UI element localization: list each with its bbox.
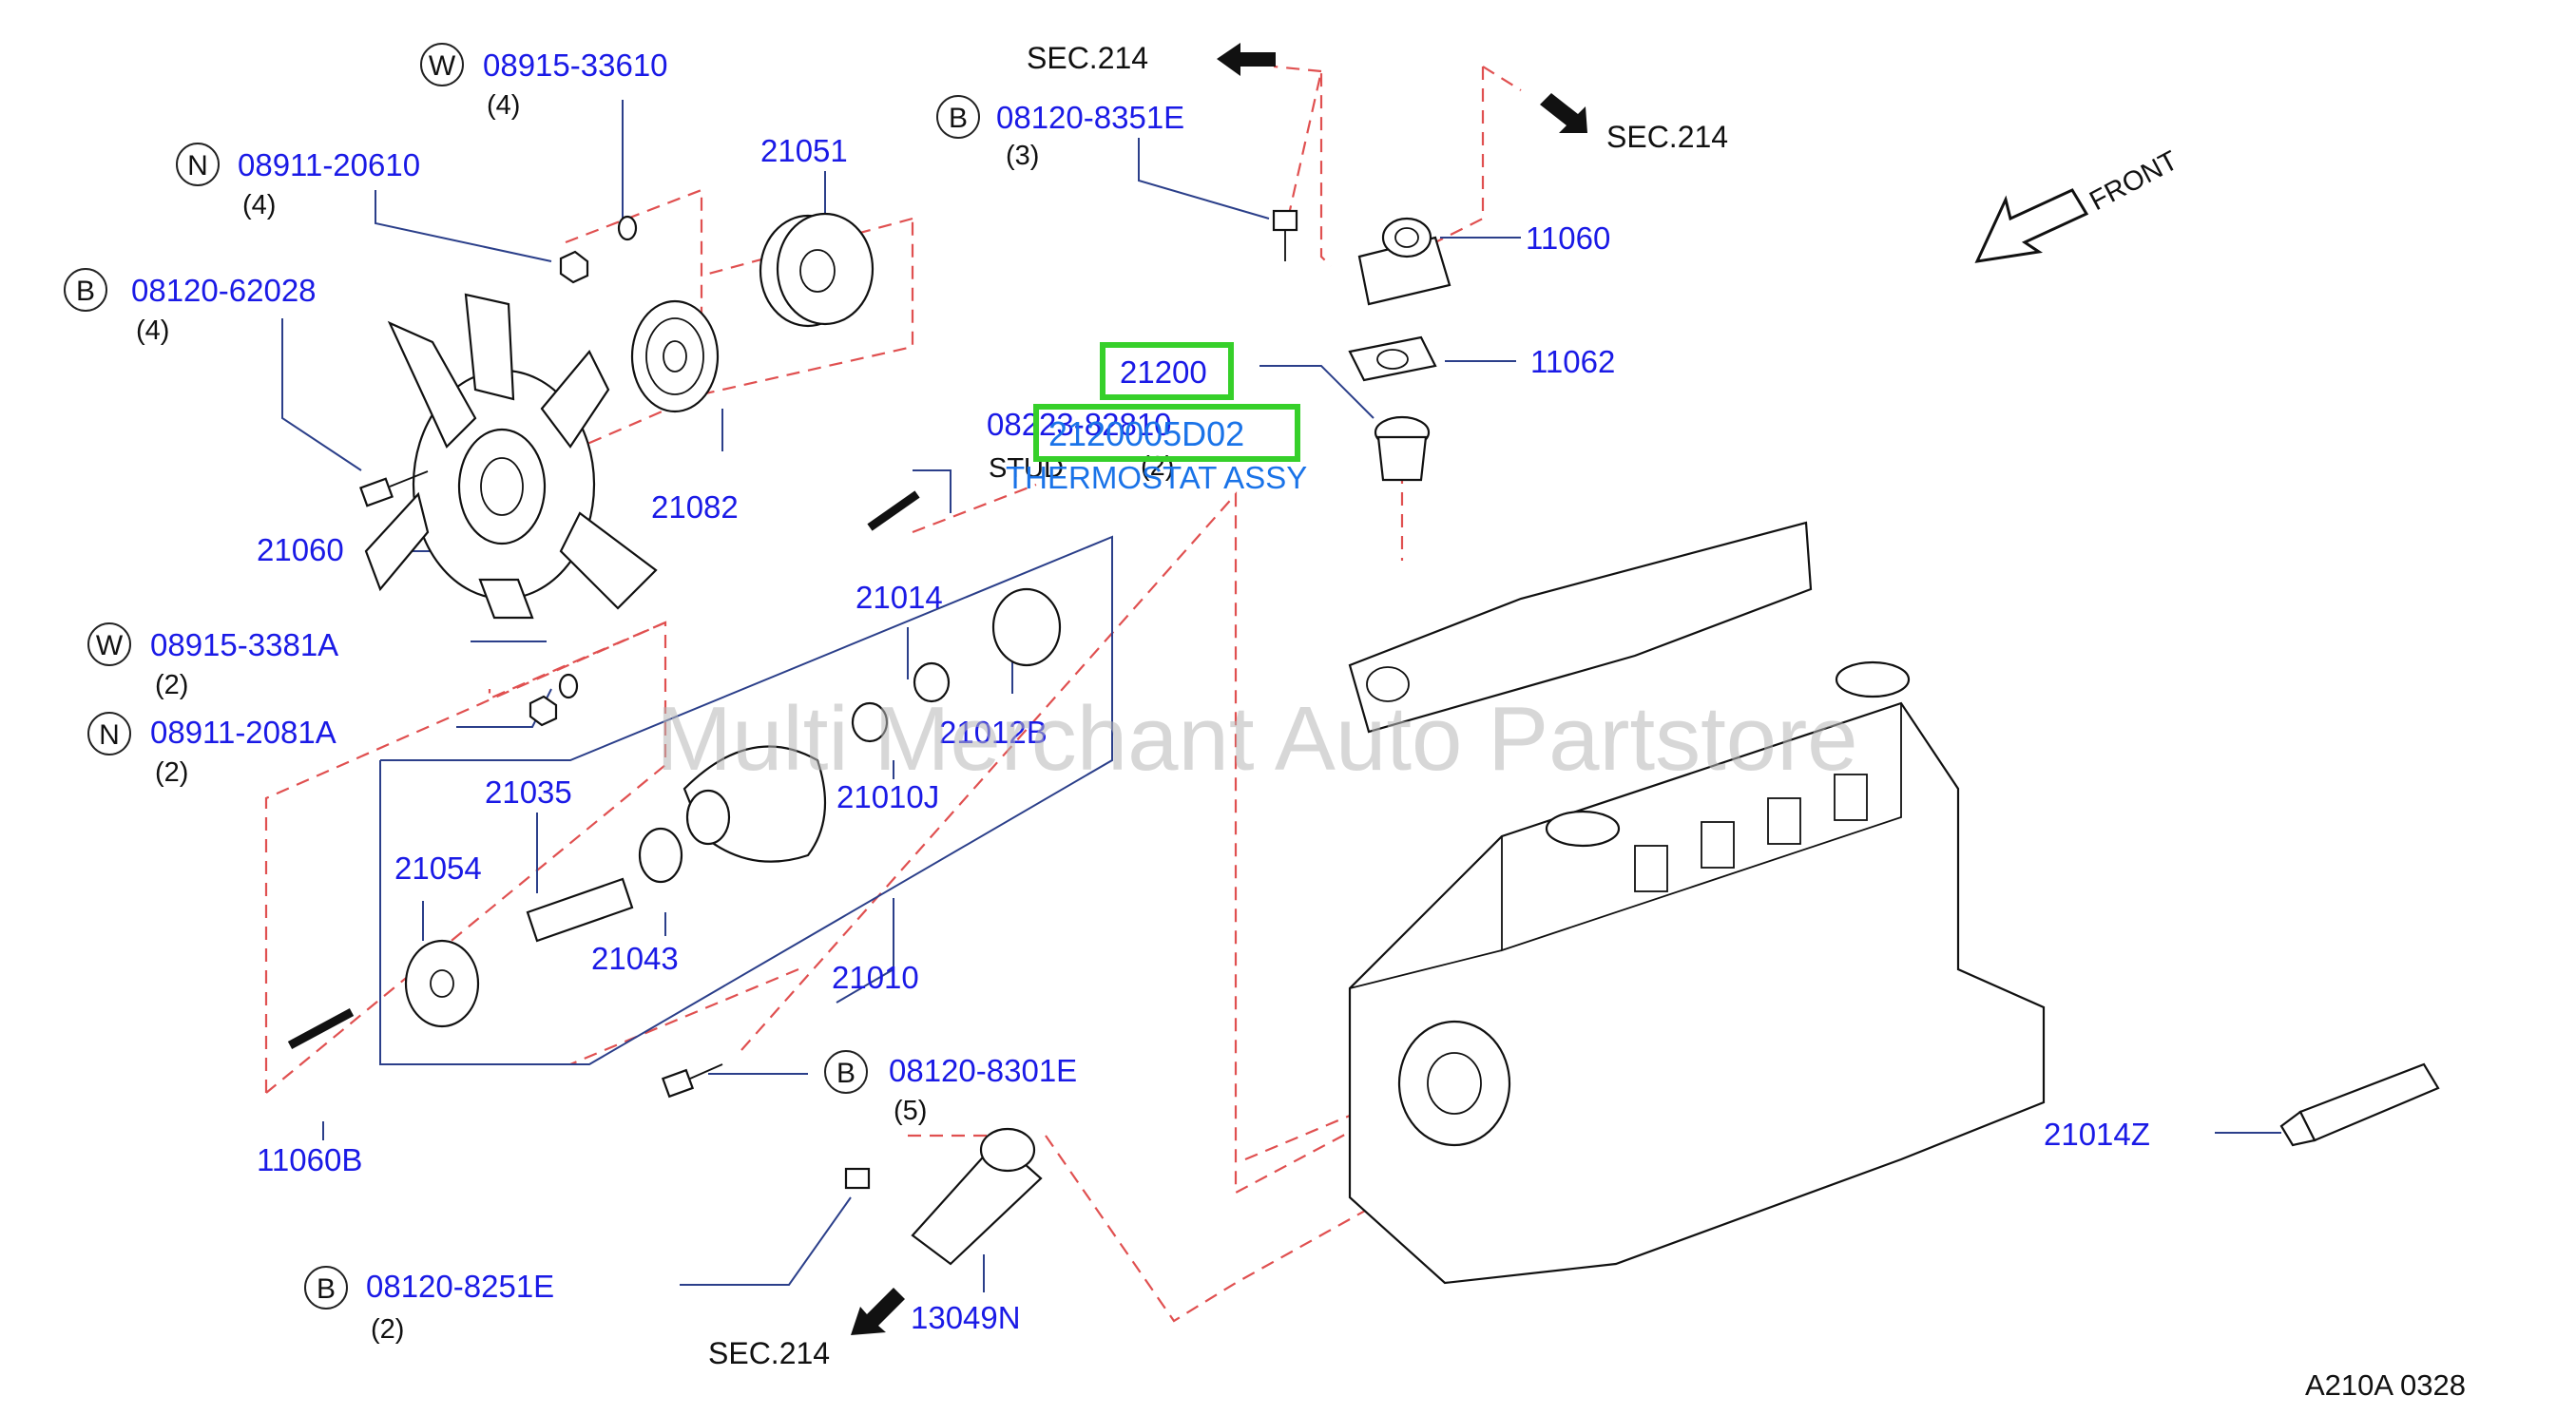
callout-badge-letter: B xyxy=(836,1058,855,1089)
fan-coupling-drawing xyxy=(630,299,720,413)
callout-badge-w-1: W xyxy=(420,43,464,86)
part-qty: (5) xyxy=(894,1096,927,1126)
part-21060-link[interactable]: 21060 xyxy=(257,532,344,567)
watermark: Multi Merchant Auto Partstore xyxy=(656,688,1858,790)
callout-badge-n-1: N xyxy=(176,143,220,186)
highlight-box-21200 xyxy=(1100,342,1234,400)
part-21051-link[interactable]: 21051 xyxy=(760,133,848,168)
part-qty: (2) xyxy=(155,757,188,788)
part-08120-8251e-link[interactable]: 08120-8251E xyxy=(366,1269,554,1304)
section-ref-bottom[interactable]: SEC.214 xyxy=(708,1336,830,1370)
callout-badge-b-1: B xyxy=(64,268,107,312)
part-08120-62028-link[interactable]: 08120-62028 xyxy=(131,273,317,308)
callout-badge-letter: W xyxy=(429,50,456,82)
part-08915-33610-link[interactable]: 08915-33610 xyxy=(483,48,668,83)
part-21014z-link[interactable]: 21014Z xyxy=(2044,1117,2150,1152)
part-qty: (4) xyxy=(242,190,276,220)
callout-badge-n-2: N xyxy=(87,712,131,755)
sealant-tube-drawing xyxy=(2279,1062,2440,1147)
part-08911-2081a-link[interactable]: 08911-2081A xyxy=(150,715,336,750)
part-08915-3381a-link[interactable]: 08915-3381A xyxy=(150,627,338,662)
part-21043-link[interactable]: 21043 xyxy=(591,941,679,976)
callout-badge-letter: B xyxy=(317,1273,336,1305)
part-21035-link[interactable]: 21035 xyxy=(485,774,572,810)
fan-blade-drawing xyxy=(364,293,658,620)
part-qty: (2) xyxy=(371,1314,404,1345)
part-21014-link[interactable]: 21014 xyxy=(855,580,943,615)
callout-badge-w-2: W xyxy=(87,622,131,666)
part-21054-link[interactable]: 21054 xyxy=(394,851,482,886)
part-08911-20610-link[interactable]: 08911-20610 xyxy=(238,147,420,182)
part-13049n-link[interactable]: 13049N xyxy=(911,1300,1021,1335)
part-qty: (3) xyxy=(1006,141,1039,171)
part-qty: (4) xyxy=(487,90,520,121)
water-outlet-drawing xyxy=(911,1127,1043,1266)
nut-washer-drawing xyxy=(529,215,638,727)
callout-badge-letter: B xyxy=(949,103,968,134)
pump-shaft-drawing xyxy=(404,877,634,1028)
front-arrow-icon xyxy=(1974,188,2089,263)
front-label: FRONT xyxy=(2085,145,2182,217)
part-11060-link[interactable]: 11060 xyxy=(1526,220,1610,256)
sec-arrow-bottom-icon xyxy=(851,1288,905,1335)
part-21010-link[interactable]: 21010 xyxy=(832,960,919,995)
part-08120-8351e-link[interactable]: 08120-8351E xyxy=(996,100,1184,135)
callout-badge-letter: N xyxy=(187,150,208,182)
part-qty: (4) xyxy=(136,316,169,346)
water-pump-drawing xyxy=(638,587,1062,884)
thermostat-drawing xyxy=(1374,415,1431,482)
callout-badge-letter: W xyxy=(96,630,124,661)
sec-arrow-top-left-icon xyxy=(1217,43,1276,76)
part-21082-link[interactable]: 21082 xyxy=(651,489,739,525)
diagram-code: A210A 0328 xyxy=(2305,1368,2466,1402)
callout-badge-letter: N xyxy=(99,719,120,751)
bolt-drawing xyxy=(359,209,1298,1190)
part-qty: (2) xyxy=(155,670,188,700)
section-ref-top-right[interactable]: SEC.214 xyxy=(1606,120,1728,154)
engine-block-drawing xyxy=(1348,660,2046,1285)
part-21012b-link[interactable]: 21012B xyxy=(939,715,1048,750)
part-21010j-link[interactable]: 21010J xyxy=(836,779,939,814)
part-08223-82810-link[interactable]: 08223-82810 xyxy=(987,407,1172,442)
water-inlet-drawing xyxy=(1357,217,1451,306)
part-11060b-link[interactable]: 11060B xyxy=(257,1142,362,1177)
part-21200-link[interactable]: 21200 xyxy=(1120,354,1207,390)
callout-badge-b-2: B xyxy=(936,95,980,139)
callout-badge-b-4: B xyxy=(304,1266,348,1310)
part-11062-link[interactable]: 11062 xyxy=(1530,344,1615,379)
manifold-drawing xyxy=(1348,521,1813,734)
selected-part-number[interactable]: 2120005D02 xyxy=(1048,414,1244,453)
section-ref-top-left[interactable]: SEC.214 xyxy=(1027,41,1148,75)
gasket-drawing xyxy=(1348,335,1437,382)
selected-part-description: THERMOSTAT ASSY xyxy=(1006,460,1307,495)
callout-badge-letter: B xyxy=(76,276,95,307)
sec-arrow-top-right-icon xyxy=(1540,93,1587,133)
highlight-box-selected xyxy=(1033,404,1300,462)
pump-housing-outline xyxy=(379,535,1113,1065)
part-08120-8301e-link[interactable]: 08120-8301E xyxy=(889,1053,1077,1088)
stud-drawing xyxy=(287,490,920,1049)
callout-badge-b-3: B xyxy=(824,1050,868,1094)
pulley-drawing xyxy=(759,212,875,328)
